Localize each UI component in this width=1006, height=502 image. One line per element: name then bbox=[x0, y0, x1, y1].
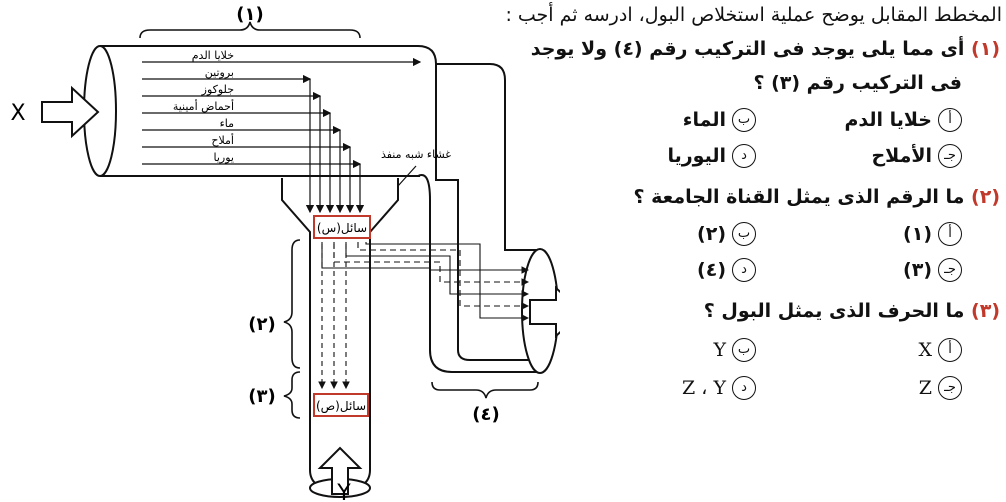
q2-option-d[interactable]: د (٤) bbox=[697, 258, 756, 282]
option-text: اليوريا bbox=[667, 145, 726, 167]
brace-2 bbox=[284, 240, 300, 368]
q2-text: ما الرقم الذى يمثل القناة الجامعة ؟ bbox=[633, 186, 964, 208]
substance-label: خلايا الدم bbox=[192, 49, 234, 62]
q2-number: (٢) bbox=[971, 186, 1000, 208]
option-letter: أ bbox=[938, 108, 962, 132]
option-letter: أ bbox=[938, 222, 962, 246]
q3-number: (٣) bbox=[971, 300, 1000, 322]
option-letter: جـ bbox=[938, 376, 962, 400]
substance-label: أحماض أمينية bbox=[173, 99, 234, 113]
option-text: (٣) bbox=[903, 259, 932, 281]
substance-label: جلوكوز bbox=[201, 83, 234, 96]
option-letter: جـ bbox=[938, 144, 962, 168]
q1-option-b[interactable]: ب الماء bbox=[683, 108, 756, 132]
option-text: Z bbox=[919, 377, 932, 399]
q1-line2: فى التركيب رقم (٣) ؟ bbox=[753, 72, 962, 94]
option-letter: د bbox=[732, 144, 756, 168]
option-letter: أ bbox=[938, 338, 962, 362]
substance-label: بروتين bbox=[205, 66, 234, 79]
q3-line1: (٣) ما الحرف الذى يمثل البول ؟ bbox=[704, 300, 1000, 322]
option-letter: ب bbox=[732, 338, 756, 362]
option-letter: د bbox=[732, 258, 756, 282]
option-text: (٢) bbox=[697, 223, 726, 245]
label-2: (٢) bbox=[248, 314, 275, 335]
substance-label: يوريا bbox=[214, 151, 234, 164]
q1-option-d[interactable]: د اليوريا bbox=[667, 144, 756, 168]
fluid-p-label: سائل(ص) bbox=[316, 399, 366, 414]
option-text: (٤) bbox=[697, 259, 726, 281]
label-3: (٣) bbox=[248, 386, 275, 407]
option-letter: ب bbox=[732, 108, 756, 132]
q2-option-c[interactable]: جـ (٣) bbox=[903, 258, 962, 282]
option-text: الأملاح bbox=[871, 145, 932, 167]
option-text: Y bbox=[713, 339, 726, 361]
substance-label: أملاح bbox=[211, 133, 234, 147]
option-text: X bbox=[918, 339, 932, 361]
q1-option-c[interactable]: جـ الأملاح bbox=[871, 144, 962, 168]
questions-panel: المخطط المقابل يوضح عملية استخلاص البول،… bbox=[520, 0, 1006, 502]
membrane-label: غشاء شبه منفذ bbox=[381, 148, 451, 161]
q1-text: أى مما يلى يوجد فى التركيب رقم (٤) ولا ي… bbox=[531, 38, 965, 60]
option-letter: د bbox=[732, 376, 756, 400]
q1-option-a[interactable]: أ خلايا الدم bbox=[844, 108, 962, 132]
label-y: Y bbox=[336, 481, 351, 502]
q2-option-a[interactable]: أ (١) bbox=[903, 222, 962, 246]
filtration-diagram: (١) (٤) (٢) (٣) غشاء شبه منفذ خلايا الدم… bbox=[0, 0, 560, 502]
option-text: خلايا الدم bbox=[844, 109, 932, 131]
q2-line1: (٢) ما الرقم الذى يمثل القناة الجامعة ؟ bbox=[633, 186, 1000, 208]
option-letter: ب bbox=[732, 222, 756, 246]
label-4: (٤) bbox=[472, 404, 499, 425]
option-text: (١) bbox=[903, 223, 932, 245]
q2-option-b[interactable]: ب (٢) bbox=[697, 222, 756, 246]
option-letter: جـ bbox=[938, 258, 962, 282]
fluid-s-label: سائل(س) bbox=[317, 221, 367, 236]
q3-option-c[interactable]: جـ Z bbox=[919, 376, 962, 400]
reabsorption-arrow bbox=[366, 242, 528, 318]
q3-option-d[interactable]: د Z ، Y bbox=[682, 376, 756, 400]
substance-label: ماء bbox=[220, 117, 235, 130]
option-text: Z ، Y bbox=[682, 377, 726, 399]
q1-line1: (١) أى مما يلى يوجد فى التركيب رقم (٤) و… bbox=[531, 38, 1000, 60]
q3-text: ما الحرف الذى يمثل البول ؟ bbox=[704, 300, 965, 322]
option-text: الماء bbox=[683, 109, 726, 131]
q1-number: (١) bbox=[971, 38, 1000, 60]
reabsorption-arrow bbox=[358, 242, 528, 306]
intro-text: المخطط المقابل يوضح عملية استخلاص البول،… bbox=[505, 4, 1002, 26]
label-x: X bbox=[10, 101, 25, 126]
label-1: (١) bbox=[236, 4, 263, 25]
brace-3 bbox=[284, 372, 300, 418]
